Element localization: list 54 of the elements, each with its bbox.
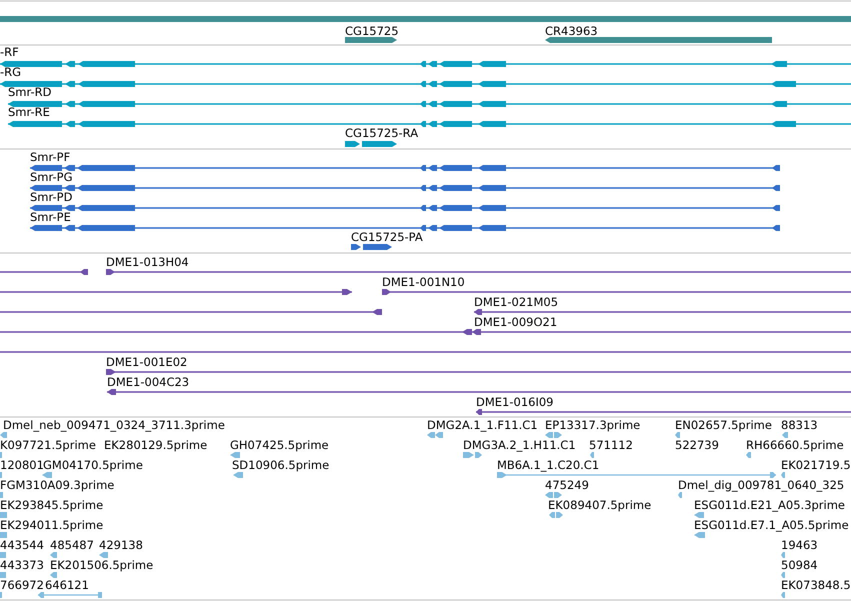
feature-label: 429138 xyxy=(99,538,143,552)
feature-label: 522739 xyxy=(675,438,719,452)
feature-label: Smr-RE xyxy=(8,105,50,119)
feature-label: Smr-PD xyxy=(30,190,72,204)
feature-label: SD10906.5prime xyxy=(232,458,330,472)
feature-label: EP13317.3prime xyxy=(545,418,640,432)
feature-label: GH07425.5prime xyxy=(230,438,329,452)
feature-label: 766972 xyxy=(0,578,44,592)
feature-label: Smr-RD xyxy=(8,85,52,99)
feature-label: K097721.5prime xyxy=(0,438,96,452)
feature-label: 88313 xyxy=(781,418,818,432)
feature-label: 50984 xyxy=(781,558,818,572)
feature-label: MB6A.1_1.C20.C1 xyxy=(497,458,600,472)
feature-label: 443373 xyxy=(0,558,44,572)
feature-label: DMG3A.2_1.H11.C1 xyxy=(463,438,576,452)
feature-label: CG15725-PA xyxy=(351,230,423,244)
feature-label: DME1-001E02 xyxy=(106,355,188,369)
feature-label: DME1-016I09 xyxy=(476,395,554,409)
feature-label: 485487 xyxy=(50,538,94,552)
feature-label: DME1-001N10 xyxy=(382,275,465,289)
feature-label: DME1-021M05 xyxy=(474,295,558,309)
feature-label: DME1-009O21 xyxy=(474,315,558,329)
feature-label: 571112 xyxy=(589,438,633,452)
feature-label: EN02657.5prime xyxy=(675,418,772,432)
feature-label: EK073848.5 xyxy=(781,578,851,592)
feature-label: FGM310A09.3prime xyxy=(0,478,114,492)
feature-label: -RF xyxy=(0,45,19,59)
feature-label: RH66660.5prime xyxy=(746,438,844,452)
feature-label: Smr-PE xyxy=(30,210,71,224)
feature-label: ESG011d.E21_A05.3prime xyxy=(694,498,846,512)
feature-label: CR43963 xyxy=(545,24,598,38)
feature-label: 475249 xyxy=(545,478,589,492)
feature-label: EK280129.5prime xyxy=(104,438,208,452)
feature-label: EK201506.5prime xyxy=(50,558,154,572)
feature-label: GM04170.5prime xyxy=(43,458,143,472)
feature-label: 646121 xyxy=(45,578,89,592)
feature-label: Smr-PG xyxy=(30,170,72,184)
feature-label: DMG2A.1_1.F11.C1 xyxy=(427,418,538,432)
feature-label: DME1-004C23 xyxy=(107,375,190,389)
feature-label: 19463 xyxy=(781,538,818,552)
feature-label: 443544 xyxy=(0,538,44,552)
feature-label: DME1-013H04 xyxy=(106,255,189,269)
feature-label: -RG xyxy=(0,65,22,79)
feature-label: Dmel_dig_009781_0640_325 xyxy=(678,478,844,492)
feature-label: Smr-PF xyxy=(30,150,70,164)
feature-label: CG15725 xyxy=(345,24,399,38)
feature-label: EK089407.5prime xyxy=(548,498,652,512)
feature-label: 120801 xyxy=(0,458,44,472)
feature-label: CG15725-RA xyxy=(345,126,418,140)
feature-label: EK293845.5prime xyxy=(0,498,104,512)
feature-label: ESG011d.E7.1_A05.5prime xyxy=(694,518,849,532)
feature-label: EK021719.5 xyxy=(781,458,851,472)
feature-label: EK294011.5prime xyxy=(0,518,104,532)
feature-label: Dmel_neb_009471_0324_3711.3prime xyxy=(3,418,225,432)
